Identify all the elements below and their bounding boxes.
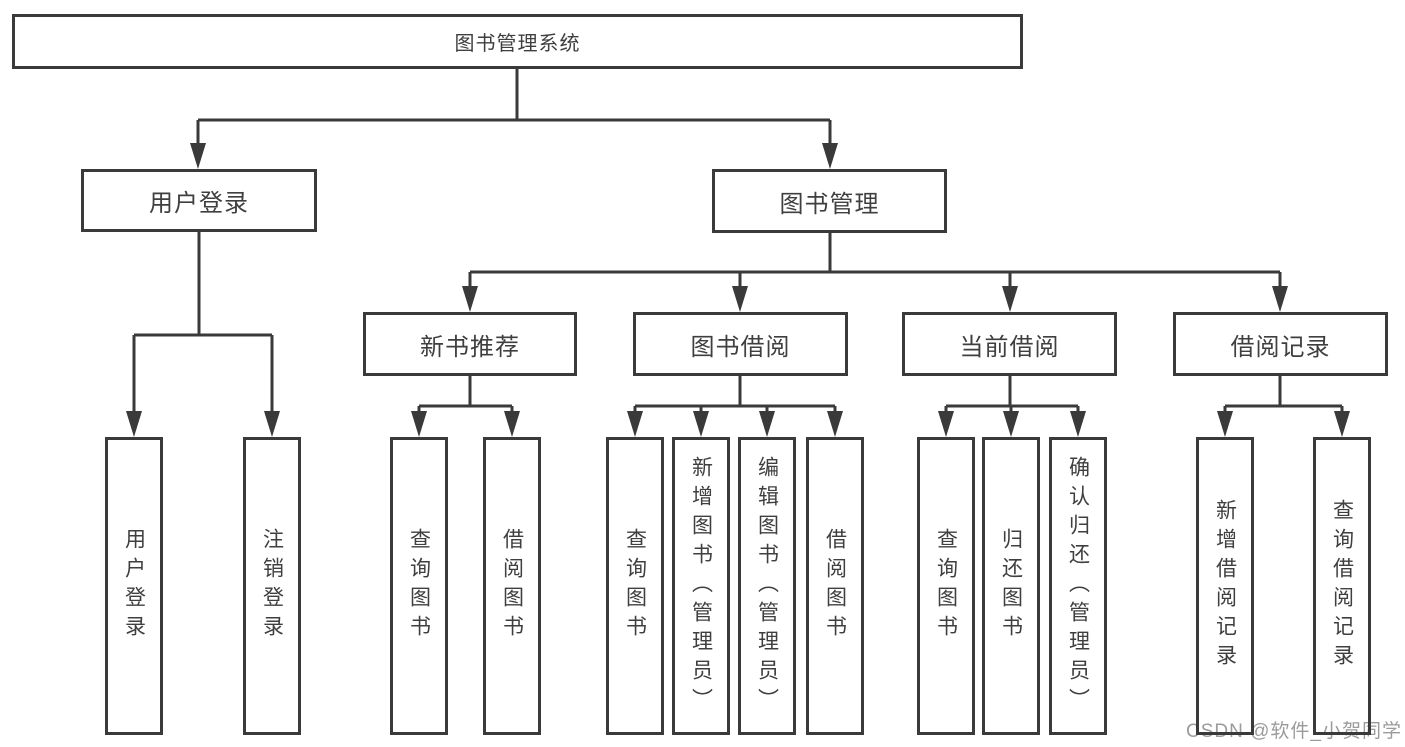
- arrow-down-icon: [190, 143, 206, 169]
- node-label: 查询借阅记录: [1330, 499, 1354, 673]
- arrow-down-icon: [627, 411, 643, 437]
- node-label: 归还图书: [999, 528, 1023, 644]
- arrow-down-icon: [462, 286, 478, 312]
- node-label: 图书管理系统: [454, 33, 581, 55]
- arrow-down-icon: [1334, 411, 1350, 437]
- node-label: 新书推荐: [420, 333, 520, 361]
- connector-root-branch: [196, 69, 832, 148]
- node-borrow-records: 借阅记录: [1173, 312, 1388, 376]
- node-label: 查询图书: [934, 528, 958, 644]
- arrow-down-icon: [1003, 411, 1019, 437]
- arrow-down-icon: [264, 411, 280, 437]
- node-new-book-recommend: 新书推荐: [363, 312, 577, 376]
- arrow-down-icon: [732, 286, 748, 312]
- leaf-query-book-2: 查询图书: [606, 437, 664, 735]
- node-label: 新增图书（管理员）: [689, 455, 713, 717]
- leaf-edit-book-admin: 编辑图书（管理员）: [738, 437, 796, 735]
- connector-current-borrow-branch: [944, 376, 1080, 414]
- node-label: 编辑图书（管理员）: [755, 455, 779, 717]
- node-library-management-system: 图书管理系统: [12, 14, 1023, 69]
- node-label: 当前借阅: [959, 333, 1060, 361]
- node-label: 注销登录: [260, 528, 284, 644]
- arrow-down-icon: [827, 411, 843, 437]
- connector-book-borrow-branch: [633, 376, 837, 414]
- node-label: 图书管理: [779, 190, 880, 218]
- node-label: 确认归还（管理员）: [1066, 455, 1090, 717]
- csdn-watermark: CSDN @软件_小贺同学: [1186, 721, 1402, 742]
- arrow-down-icon: [822, 143, 838, 169]
- leaf-add-book-admin: 新增图书（管理员）: [672, 437, 730, 735]
- arrow-down-icon: [1272, 286, 1288, 312]
- leaf-add-borrow-record: 新增借阅记录: [1196, 437, 1254, 735]
- connector-book-mgmt-branch: [468, 233, 1282, 290]
- node-current-borrow: 当前借阅: [902, 312, 1117, 376]
- arrow-down-icon: [693, 411, 709, 437]
- connector-user-login-branch: [132, 232, 274, 414]
- arrow-down-icon: [938, 411, 954, 437]
- leaf-borrow-book-2: 借阅图书: [806, 437, 864, 735]
- node-label: 借阅图书: [823, 528, 847, 644]
- node-label: 借阅图书: [500, 528, 524, 644]
- node-label: 新增借阅记录: [1213, 499, 1237, 673]
- arrow-down-icon: [1002, 286, 1018, 312]
- connector-borrow-records-branch: [1223, 376, 1344, 414]
- leaf-query-book-3: 查询图书: [917, 437, 975, 735]
- arrow-down-icon: [504, 411, 520, 437]
- leaf-query-book-1: 查询图书: [390, 437, 448, 735]
- node-book-management: 图书管理: [712, 169, 947, 233]
- leaf-return-book: 归还图书: [982, 437, 1040, 735]
- node-book-borrow: 图书借阅: [633, 312, 848, 376]
- connector-new-book-rec-branch: [417, 376, 514, 414]
- leaf-user-login: 用户登录: [105, 437, 163, 735]
- arrow-down-icon: [411, 411, 427, 437]
- leaf-query-borrow-record: 查询借阅记录: [1313, 437, 1371, 735]
- leaf-borrow-book-1: 借阅图书: [483, 437, 541, 735]
- leaf-confirm-return-admin: 确认归还（管理员）: [1049, 437, 1107, 735]
- node-label: 图书借阅: [690, 333, 791, 361]
- node-user-login: 用户登录: [81, 169, 317, 232]
- node-label: 查询图书: [623, 528, 647, 644]
- leaf-logout: 注销登录: [243, 437, 301, 735]
- arrowheads: [126, 143, 1350, 437]
- node-label: 用户登录: [122, 528, 146, 644]
- arrow-down-icon: [126, 411, 142, 437]
- node-label: 用户登录: [149, 190, 249, 217]
- arrow-down-icon: [1070, 411, 1086, 437]
- node-label: 借阅记录: [1230, 333, 1331, 361]
- arrow-down-icon: [759, 411, 775, 437]
- arrow-down-icon: [1217, 411, 1233, 437]
- node-label: 查询图书: [407, 528, 431, 644]
